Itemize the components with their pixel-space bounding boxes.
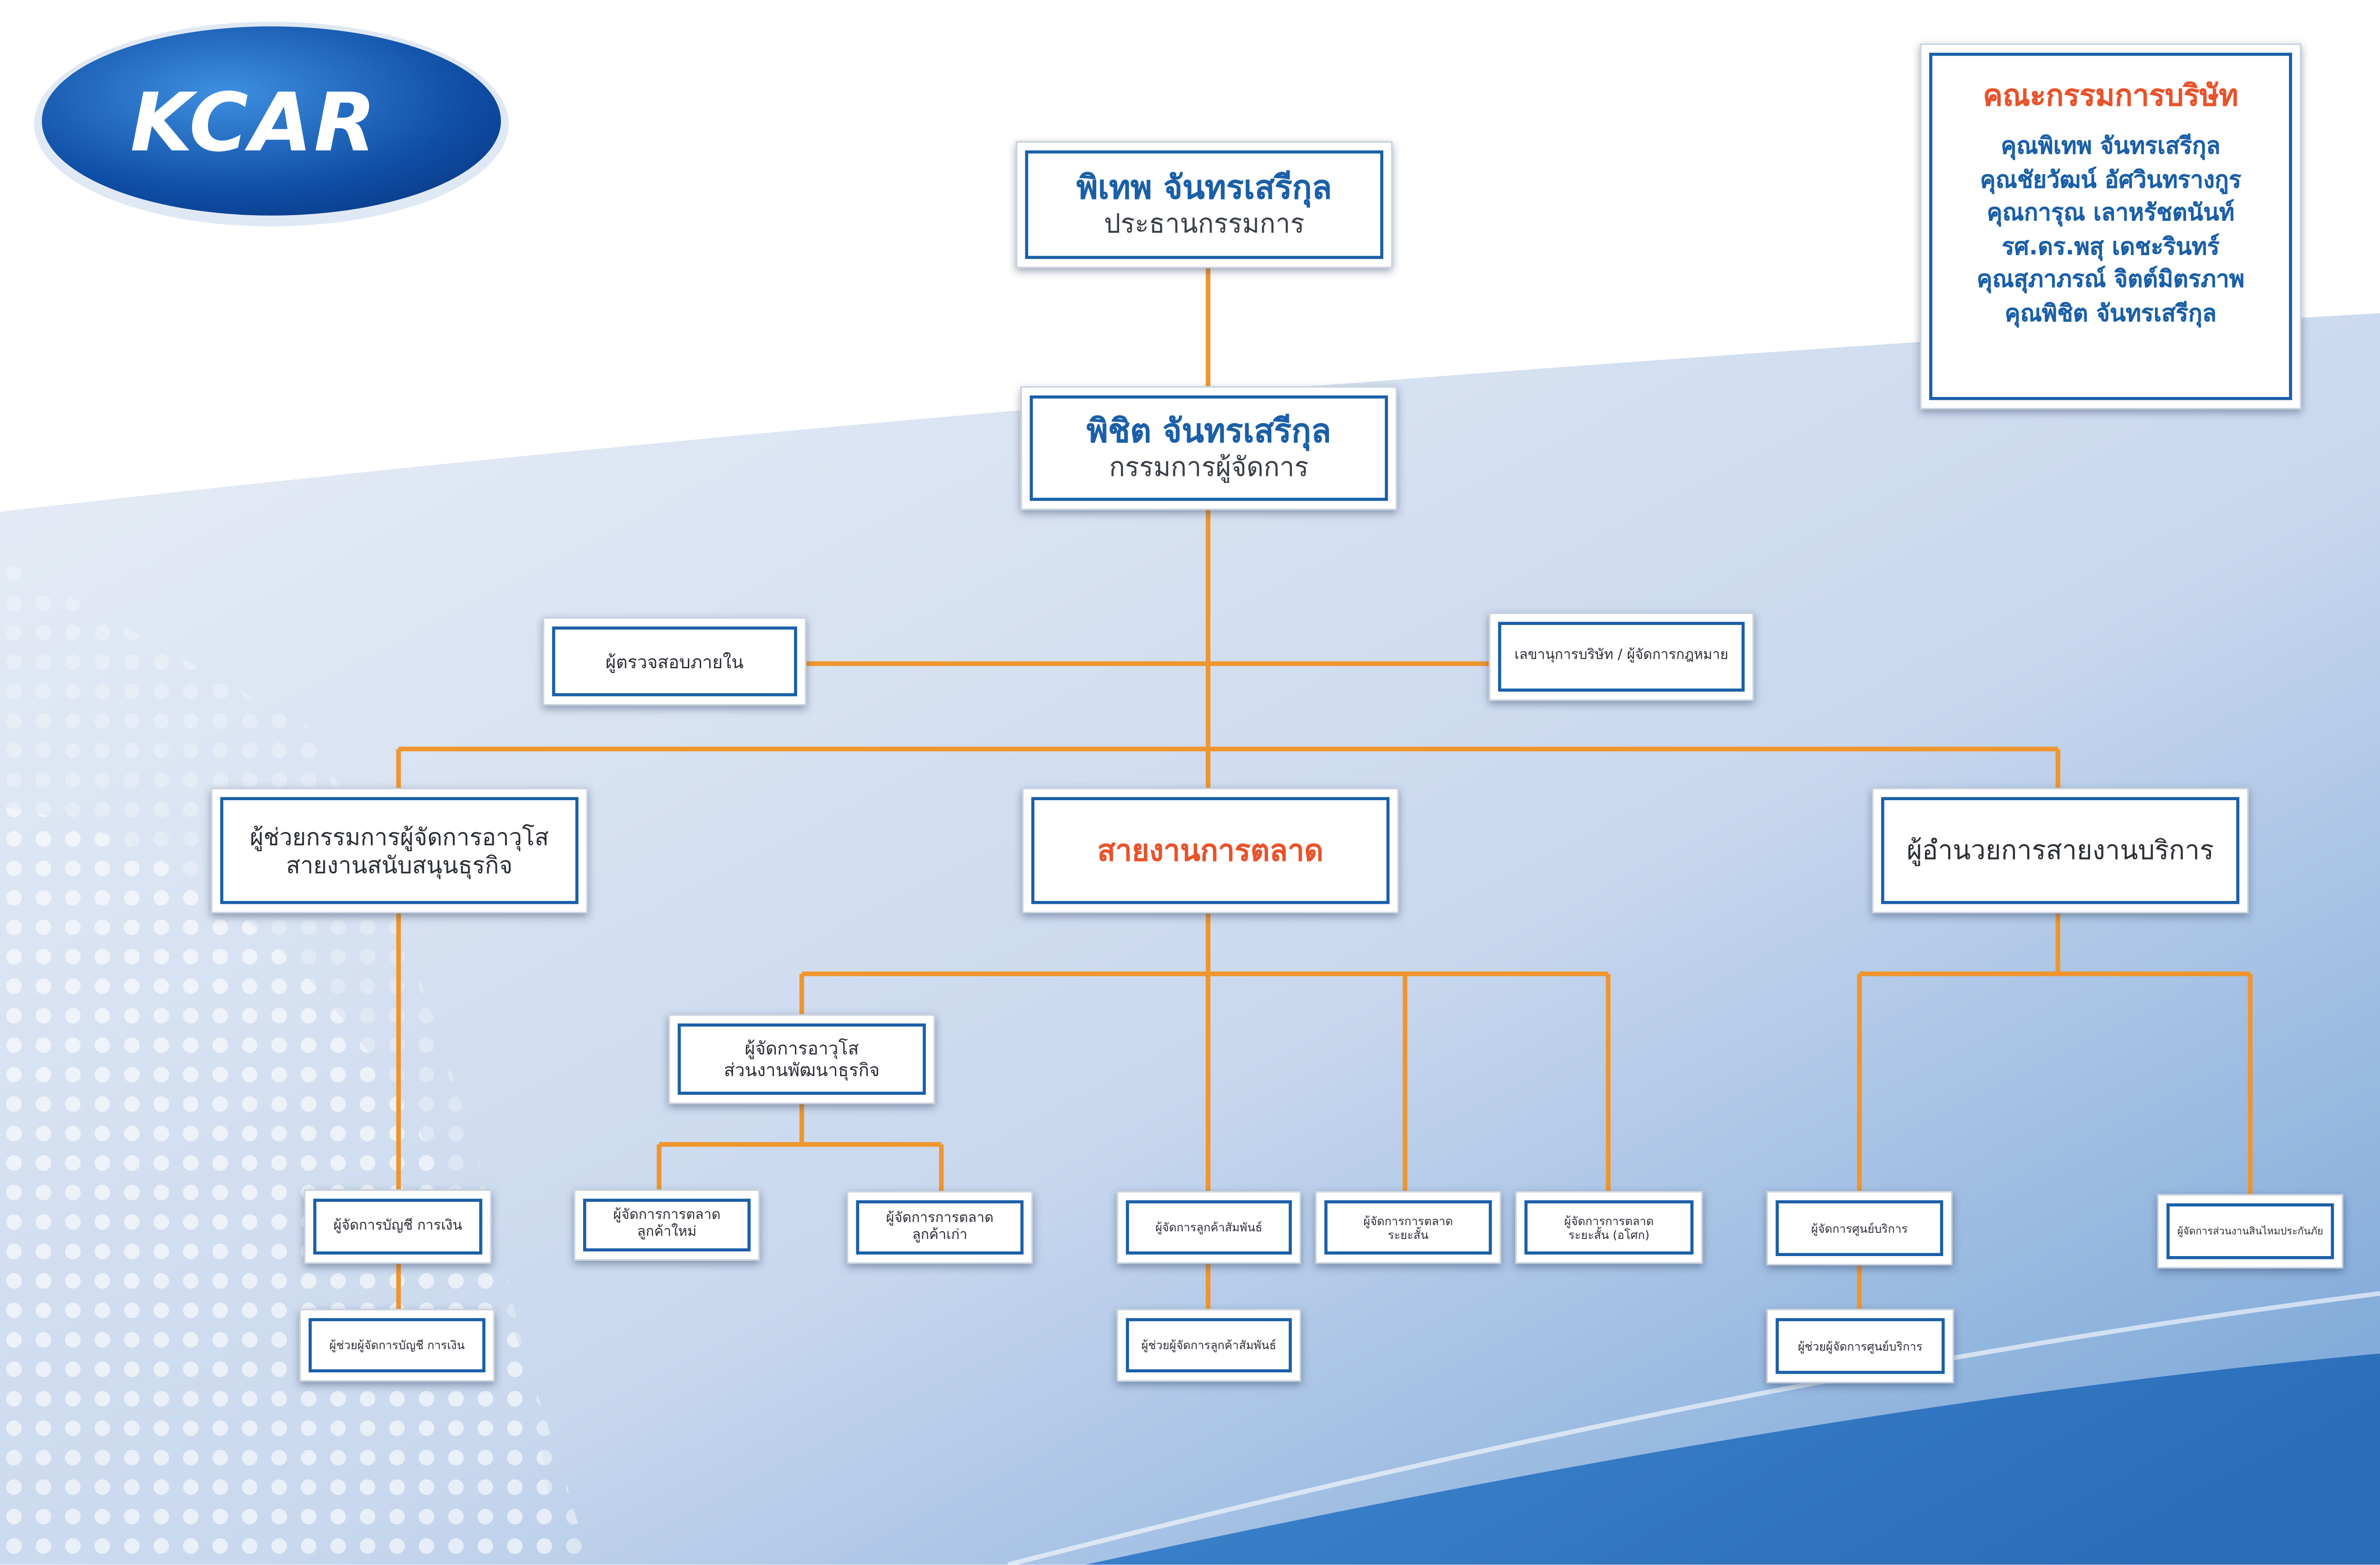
company-secretary-node: เลขานุการบริษัท / ผู้จัดการกฎหมาย	[1488, 612, 1754, 701]
md-name: พิชิต จันทรเสรีกุล	[1086, 412, 1331, 450]
connector-lines	[396, 267, 2253, 1312]
internal-auditor-label: ผู้ตรวจสอบภายใน	[605, 650, 744, 673]
service-division-label: ผู้อำนวยการสายงานบริการ	[1906, 835, 2214, 866]
board-title: คณะกรรมการบริษัท	[1983, 79, 2239, 113]
marketing-short-term-asoke-node: ผู้จัดการการตลาด ระยะสั้น (อโศก)	[1515, 1191, 1703, 1264]
customer-relations-assistant-node: ผู้ช่วยผู้จัดการลูกค้าสัมพันธ์	[1116, 1308, 1301, 1382]
board-member: คุณชัยวัฒน์ อัศวินทรางกูร	[1980, 165, 2241, 193]
mkt-short-line2: ระยะสั้น	[1388, 1227, 1428, 1242]
service-center-assistant-node: ผู้ช่วยผู้จัดการศูนย์บริการ	[1766, 1308, 1954, 1384]
insurance-claims-manager-node: ผู้จัดการส่วนงานสินไหมประกันภัย	[2157, 1194, 2343, 1269]
finance-manager-node: ผู้จัดการบัญชี การเงิน	[304, 1189, 492, 1264]
support-division-node: ผู้ช่วยกรรมการผู้จัดการอาวุโส สายงานสนับ…	[211, 788, 588, 913]
mkt-new-line1: ผู้จัดการการตลาด	[613, 1208, 721, 1224]
service-center-manager-node: ผู้จัดการศูนย์บริการ	[1766, 1191, 1953, 1266]
board-member: คุณสุภาภรณ์ จิตต์มิตรภาพ	[1976, 265, 2245, 293]
finance-assistant-label: ผู้ช่วยผู้จัดการบัญชี การเงิน	[329, 1338, 465, 1352]
marketing-new-customer-node: ผู้จัดการการตลาด ลูกค้าใหม่	[574, 1189, 760, 1261]
board-member: รศ.ดร.พสุ เดชะรินทร์	[2002, 232, 2220, 260]
company-secretary-label: เลขานุการบริษัท / ผู้จัดการกฎหมาย	[1514, 648, 1728, 664]
managing-director-node: พิชิต จันทรเสรีกุล กรรมการผู้จัดการ	[1020, 386, 1398, 510]
board-of-directors-panel: คณะกรรมการบริษัท คุณพิเทพ จันทรเสรีกุล ค…	[1920, 43, 2301, 410]
service-assistant-label: ผู้ช่วยผู้จัดการศูนย์บริการ	[1797, 1339, 1923, 1353]
cr-manager-label: ผู้จัดการลูกค้าสัมพันธ์	[1155, 1220, 1262, 1235]
bizdev-line1: ผู้จัดการอาวุโส	[744, 1037, 859, 1060]
mkt-old-line2: ลูกค้าเก่า	[912, 1227, 968, 1243]
logo-text: KCAR	[130, 77, 378, 171]
finance-manager-label: ผู้จัดการบัญชี การเงิน	[333, 1218, 462, 1234]
chairman-node: พิเทพ จันทรเสรีกุล ประธานกรรมการ	[1015, 141, 1393, 268]
marketing-division-node: สายงานการตลาด	[1022, 788, 1399, 913]
insurance-claims-label: ผู้จัดการส่วนงานสินไหมประกันภัย	[2177, 1224, 2323, 1237]
mkt-short-asoke-line2: ระยะสั้น (อโศก)	[1568, 1227, 1650, 1242]
finance-assistant-node: ผู้ช่วยผู้จัดการบัญชี การเงิน	[299, 1308, 495, 1382]
board-member: คุณพิชิต จันทรเสรีกุล	[2004, 298, 2217, 327]
board-member: คุณการุณ เลาหรัชตนันท์	[1987, 198, 2235, 227]
marketing-short-term-node: ผู้จัดการการตลาด ระยะสั้น	[1315, 1191, 1501, 1264]
internal-auditor-node: ผู้ตรวจสอบภายใน	[543, 617, 807, 706]
service-manager-label: ผู้จัดการศูนย์บริการ	[1811, 1221, 1908, 1235]
mkt-short-line1: ผู้จัดการการตลาด	[1363, 1213, 1453, 1228]
kcar-logo: KCAR	[34, 19, 509, 229]
mkt-old-line1: ผู้จัดการการตลาด	[886, 1210, 994, 1226]
customer-relations-manager-node: ผู้จัดการลูกค้าสัมพันธ์	[1116, 1191, 1301, 1264]
md-title: กรรมการผู้จัดการ	[1109, 453, 1309, 484]
marketing-division-label: สายงานการตลาด	[1097, 833, 1324, 868]
business-development-node: ผู้จัดการอาวุโส ส่วนงานพัฒนาธุรกิจ	[668, 1014, 935, 1104]
chairman-name: พิเทพ จันทรเสรีกุล	[1076, 169, 1332, 207]
bizdev-line2: ส่วนงานพัฒนาธุรกิจ	[724, 1059, 880, 1081]
support-division-line1: ผู้ช่วยกรรมการผู้จัดการอาวุโส	[249, 822, 549, 851]
cr-assistant-label: ผู้ช่วยผู้จัดการลูกค้าสัมพันธ์	[1141, 1338, 1277, 1352]
marketing-old-customer-node: ผู้จัดการการตลาด ลูกค้าเก่า	[846, 1191, 1033, 1264]
mkt-new-line2: ลูกค้าใหม่	[637, 1225, 697, 1241]
mkt-short-asoke-line1: ผู้จัดการการตลาด	[1564, 1213, 1654, 1228]
board-member: คุณพิเทพ จันทรเสรีกุล	[2001, 131, 2221, 160]
service-division-node: ผู้อำนวยการสายงานบริการ	[1872, 788, 2249, 913]
chairman-title: ประธานกรรมการ	[1104, 209, 1305, 240]
support-division-line2: สายงานสนับสนุนธุรกิจ	[286, 851, 513, 879]
